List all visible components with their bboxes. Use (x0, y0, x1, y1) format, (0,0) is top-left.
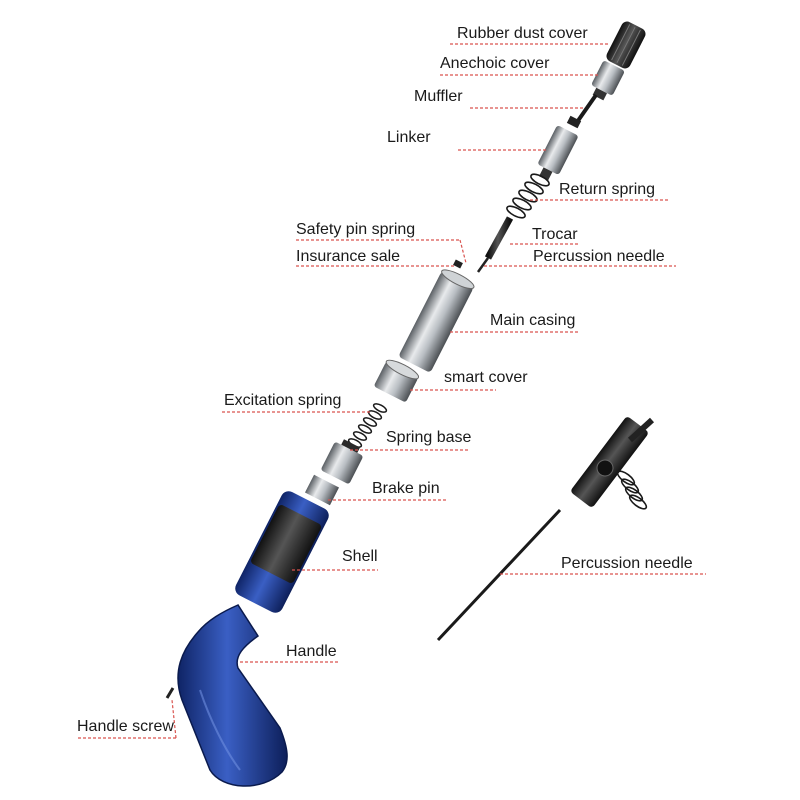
label-handle-screw: Handle screw (77, 718, 174, 735)
label-handle: Handle (286, 643, 337, 660)
handle-screw-part (165, 687, 175, 699)
label-insurance-sale: Insurance sale (296, 248, 400, 265)
spring-base-part (321, 439, 363, 484)
label-percussion-needle-top: Percussion needle (533, 248, 665, 265)
label-rubber-dust-cover: Rubber dust cover (457, 25, 588, 42)
label-spring-base: Spring base (386, 429, 471, 446)
leader-safety-pin-spring-drop (459, 239, 467, 264)
labels: Rubber dust cover Anechoic cover Muffler… (77, 25, 693, 735)
brake-pin-part (304, 474, 340, 506)
return-spring-part (506, 173, 550, 219)
rubber-dust-cover-part (606, 21, 646, 69)
leader-lines (78, 43, 706, 739)
label-shell: Shell (342, 548, 378, 565)
shell-part (235, 491, 329, 613)
anechoic-cover-part (591, 61, 625, 101)
percussion-needle-detail-part (436, 417, 655, 642)
smart-cover-part (374, 359, 420, 402)
excitation-spring-part (347, 403, 388, 448)
insurance-sale-part (453, 259, 463, 269)
label-percussion-needle-detail: Percussion needle (561, 555, 693, 572)
main-casing-part (399, 269, 475, 372)
trocar-part (476, 216, 514, 273)
muffler-part (566, 93, 598, 129)
label-brake-pin: Brake pin (372, 480, 440, 497)
label-return-spring: Return spring (559, 181, 655, 198)
leader-handle-screw-rise (171, 699, 177, 739)
label-safety-pin-spring: Safety pin spring (296, 221, 415, 238)
label-muffler: Muffler (414, 88, 463, 105)
label-smart-cover: smart cover (444, 369, 528, 386)
label-excitation-spring: Excitation spring (224, 392, 341, 409)
label-main-casing: Main casing (490, 312, 575, 329)
label-anechoic-cover: Anechoic cover (440, 55, 550, 72)
handle-part (177, 604, 288, 787)
label-trocar: Trocar (532, 226, 578, 243)
label-linker: Linker (387, 129, 431, 146)
